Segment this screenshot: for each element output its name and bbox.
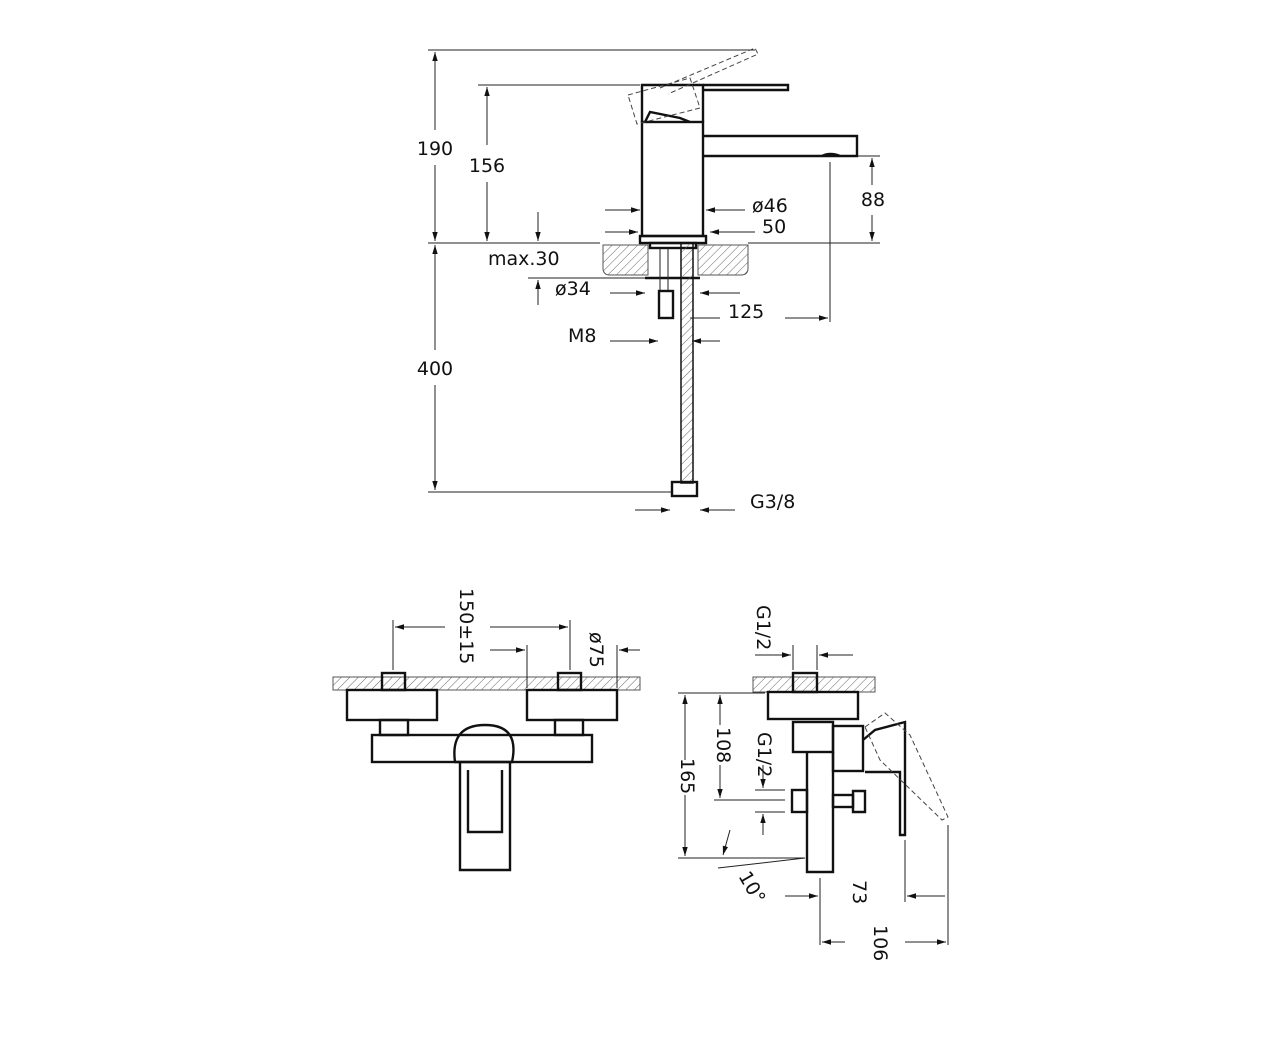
dim-g38: G3/8 [750, 491, 795, 513]
dim-m8: M8 [568, 325, 596, 347]
dim-106: 106 [869, 925, 891, 961]
dim-108: 108 [712, 727, 734, 763]
dim-diameter-46: ø46 [752, 195, 788, 217]
dim-g12-mid: G1/2 [753, 732, 775, 777]
dim-88: 88 [861, 189, 885, 211]
wall-mixer-front: 150±15 ø75 [332, 588, 641, 872]
dim-156: 156 [469, 155, 505, 177]
dim-73: 73 [848, 880, 870, 904]
dim-125: 125 [728, 301, 764, 323]
dim-g12-top: G1/2 [752, 605, 774, 650]
dim-400: 400 [417, 358, 453, 380]
dim-50: 50 [762, 216, 786, 238]
dim-10-degree: 10° [734, 868, 770, 908]
basin-mixer-elevation: 190 156 400 88 ø46 50 max.30 ø34 125 M8 … [417, 47, 885, 513]
dim-150-pm-15: 150±15 [455, 588, 477, 664]
dim-165: 165 [676, 758, 698, 794]
dim-diameter-34: ø34 [555, 278, 591, 300]
dim-190: 190 [417, 138, 453, 160]
wall-mixer-side: G1/2 G1/2 108 165 10° 73 106 [676, 605, 949, 961]
dim-max-30: max.30 [488, 248, 560, 270]
dim-diameter-75: ø75 [585, 632, 607, 668]
